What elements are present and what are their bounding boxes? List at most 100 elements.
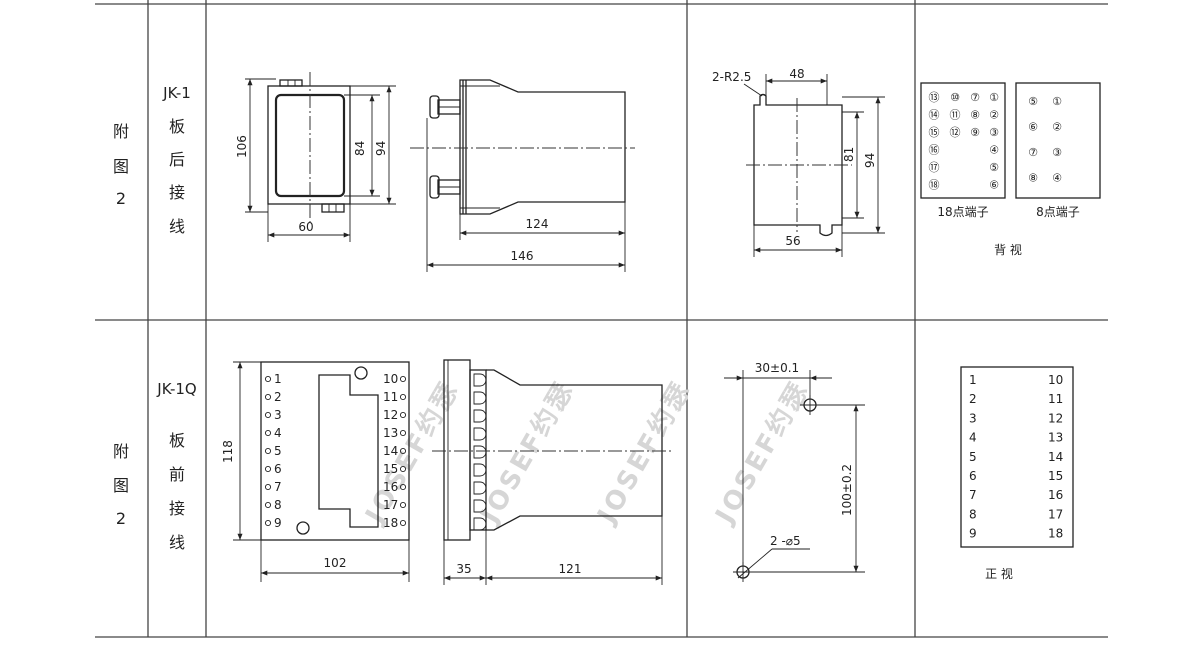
table-cell: 17 — [1048, 507, 1063, 521]
watermarks: JOSEF约瑟 JOSEF约瑟 JOSEF约瑟 JOSEF约瑟 — [358, 375, 815, 530]
terminal-label: 8 — [274, 498, 282, 512]
terminal-label: ⑥ — [989, 179, 999, 192]
jk1-front-view: 106 84 94 60 — [235, 72, 396, 242]
svg-text:124: 124 — [526, 217, 549, 231]
terminal-label: ⑥ — [1028, 121, 1038, 134]
svg-text:146: 146 — [511, 249, 534, 263]
terminal-label: ⑩ — [950, 91, 960, 104]
terminal-screw — [473, 517, 487, 531]
terminal-dot — [399, 411, 407, 419]
front-view-caption: 正 视 — [985, 566, 1013, 581]
table-cell: 11 — [1048, 392, 1063, 406]
svg-text:后: 后 — [169, 150, 185, 169]
terminal-screw — [473, 409, 487, 423]
terminal-label: ⑱ — [929, 179, 940, 192]
svg-text:121: 121 — [559, 562, 582, 576]
table-cell: 18 — [1048, 527, 1063, 541]
svg-text:板: 板 — [169, 431, 185, 450]
terminal-dot — [399, 429, 407, 437]
row2-figure-label: 附 图 2 — [113, 442, 129, 528]
svg-text:60: 60 — [298, 220, 313, 234]
terminal-label: ⑦ — [970, 91, 980, 104]
terminal-label: ⑮ — [929, 126, 940, 139]
svg-text:81: 81 — [842, 147, 856, 162]
jk1q-mounting-holes: 30±0.1 100±0.2 2 -⌀5 — [724, 361, 865, 582]
svg-text:附: 附 — [113, 122, 129, 141]
terminal-label: ⑤ — [1028, 95, 1038, 108]
table-cell: 6 — [969, 469, 977, 483]
terminal-dot — [399, 393, 407, 401]
row1-model-name: JK-1 — [162, 84, 191, 102]
terminal-dot — [264, 429, 272, 437]
terminals-18-caption: 18点端子 — [937, 205, 988, 219]
terminal-label: ② — [1052, 121, 1062, 134]
terminal-label: 13 — [383, 426, 398, 440]
table-cell: 14 — [1048, 450, 1063, 464]
terminal-label: 2 — [274, 390, 282, 404]
svg-text:前: 前 — [169, 465, 185, 484]
table-cell: 10 — [1048, 373, 1063, 387]
table-cell: 1 — [969, 373, 977, 387]
terminal-label: ④ — [989, 144, 999, 157]
svg-text:图: 图 — [113, 157, 129, 176]
jk1-side-view: 124 146 — [410, 79, 635, 272]
terminal-label: ⑨ — [970, 126, 980, 139]
terminal-dot — [264, 393, 272, 401]
watermark-text: JOSEF约瑟 — [708, 375, 815, 530]
svg-text:84: 84 — [353, 141, 367, 156]
table-grid — [95, 0, 1108, 638]
terminal-dot — [264, 519, 272, 527]
terminal-label: ⑯ — [929, 144, 940, 157]
terminal-dot — [264, 501, 272, 509]
terminal-label: 11 — [383, 390, 398, 404]
svg-text:图: 图 — [113, 476, 129, 495]
terminal-dot — [399, 483, 407, 491]
svg-text:56: 56 — [785, 234, 800, 248]
terminal-dot — [264, 483, 272, 491]
table-cell: 16 — [1048, 488, 1063, 502]
table-cell: 5 — [969, 450, 977, 464]
terminal-dot — [399, 447, 407, 455]
svg-text:100±0.2: 100±0.2 — [840, 464, 854, 516]
svg-text:接: 接 — [169, 183, 185, 202]
terminal-screw — [473, 499, 487, 513]
terminal-screw — [473, 481, 487, 495]
table-cell: 7 — [969, 488, 977, 502]
svg-text:2 -⌀5: 2 -⌀5 — [770, 534, 801, 548]
terminal-label: ⑤ — [989, 161, 999, 174]
terminal-label: ⑭ — [929, 109, 940, 122]
table-cell: 12 — [1048, 411, 1063, 425]
terminal-label: ① — [989, 91, 999, 104]
terminal-label: ⑪ — [950, 109, 961, 122]
terminal-label: ② — [989, 109, 999, 122]
table-cell: 8 — [969, 507, 977, 521]
terminal-screw — [473, 427, 487, 441]
terminal-label: ⑬ — [929, 91, 940, 104]
svg-text:94: 94 — [863, 153, 877, 168]
terminal-label: ④ — [1052, 172, 1062, 185]
terminal-label: 10 — [383, 372, 398, 386]
terminal-label: ③ — [1052, 146, 1062, 159]
svg-text:2: 2 — [116, 509, 126, 528]
terminal-dot — [264, 465, 272, 473]
terminal-screw — [473, 373, 487, 387]
svg-text:板: 板 — [169, 117, 185, 136]
watermark-text: JOSEF约瑟 — [358, 375, 465, 530]
svg-text:106: 106 — [235, 135, 249, 158]
svg-text:30±0.1: 30±0.1 — [755, 361, 799, 375]
terminal-dot — [264, 411, 272, 419]
terminal-label: ⑧ — [1028, 172, 1038, 185]
svg-text:48: 48 — [789, 67, 804, 81]
row1-figure-label: 附 图 2 — [113, 122, 129, 208]
row1-wiring-label: 板 后 接 线 — [169, 117, 185, 236]
terminal-dot — [264, 375, 272, 383]
terminal-label: 18 — [383, 516, 398, 530]
terminal-label: ⑧ — [970, 109, 980, 122]
svg-text:94: 94 — [374, 141, 388, 156]
terminal-screw — [473, 445, 487, 459]
svg-text:附: 附 — [113, 442, 129, 461]
